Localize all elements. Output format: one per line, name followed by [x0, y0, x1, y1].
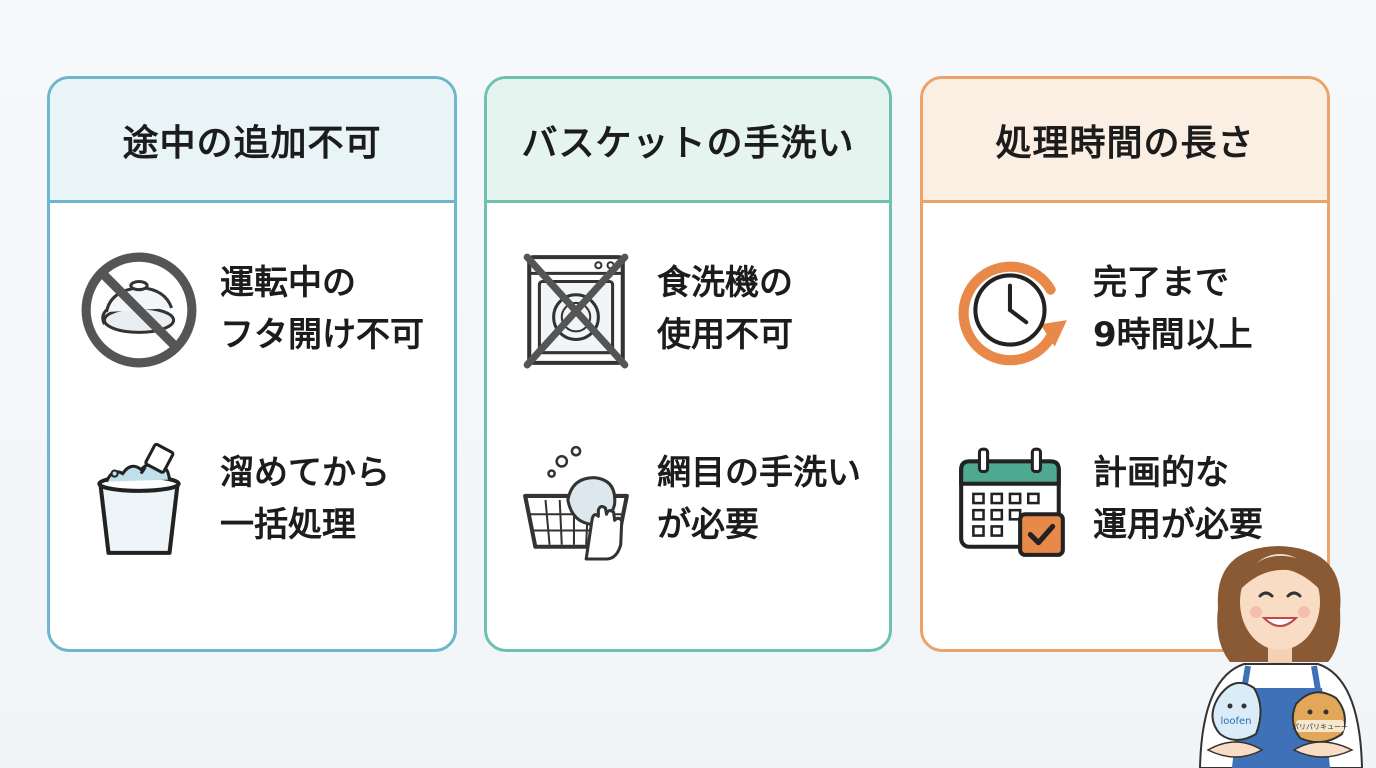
item-line-1: 完了まで: [1093, 263, 1229, 303]
item-line-2: 使用不可: [657, 315, 793, 355]
no-open-lid-icon: [78, 249, 200, 371]
feature-item: 網目の手洗い が必要: [487, 419, 889, 569]
card-header: 処理時間の長さ: [923, 79, 1327, 203]
card-header: 途中の追加不可: [50, 79, 454, 203]
clock-cycle-icon: [951, 249, 1073, 371]
item-line-1: 溜めてから: [220, 453, 390, 493]
card-basket-handwash: バスケットの手洗い 食洗機の 使用不可: [484, 76, 892, 652]
card-header: バスケットの手洗い: [487, 79, 889, 203]
svg-text:loofen: loofen: [1220, 716, 1251, 727]
item-line-2: 一括処理: [220, 505, 356, 545]
hand-wash-basket-icon: [515, 439, 637, 561]
item-line-1: 食洗機の: [657, 263, 793, 303]
item-line-2: 9時間以上: [1093, 315, 1253, 355]
card-no-adding-midway: 途中の追加不可 運転中の フタ開け不可: [47, 76, 457, 652]
item-line-1: 計画的な: [1093, 453, 1229, 493]
card-title: 処理時間の長さ: [995, 122, 1255, 164]
feature-item: 計画的な 運用が必要: [923, 419, 1327, 569]
feature-item: 運転中の フタ開け不可: [50, 229, 454, 379]
no-dishwasher-icon: [515, 249, 637, 371]
calendar-check-icon: [951, 439, 1073, 561]
item-line-2: 運用が必要: [1093, 505, 1263, 545]
bucket-batch-icon: [78, 439, 200, 561]
item-line-2: が必要: [657, 505, 759, 545]
item-line-1: 網目の手洗い: [657, 453, 861, 493]
svg-text:パリパリキューー: パリパリキューー: [1292, 723, 1348, 731]
item-line-2: フタ開け不可: [220, 315, 424, 355]
item-line-1: 運転中の: [220, 263, 356, 303]
feature-item: 完了まで 9時間以上: [923, 229, 1327, 379]
card-title: バスケットの手洗い: [521, 122, 855, 164]
staff-character-icon: loofen パリパリキューー: [1196, 538, 1366, 768]
feature-item: 溜めてから 一括処理: [50, 419, 454, 569]
card-title: 途中の追加不可: [122, 122, 382, 164]
feature-item: 食洗機の 使用不可: [487, 229, 889, 379]
